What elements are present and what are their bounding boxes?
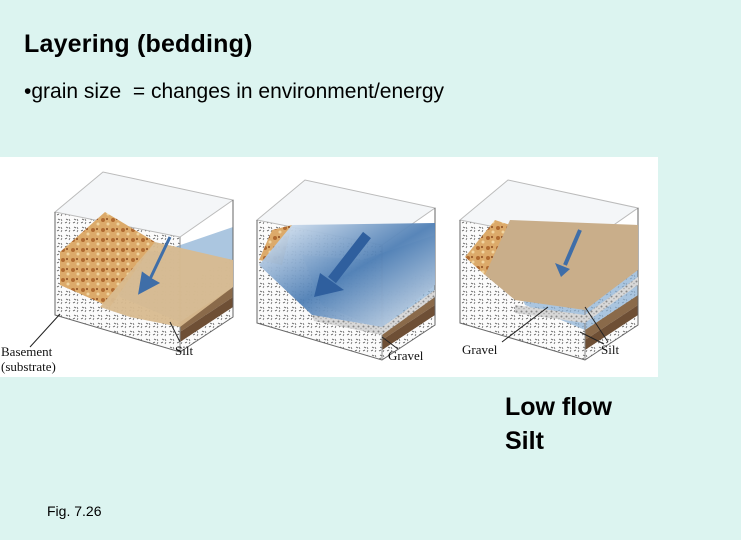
label-silt-1: Silt xyxy=(175,343,194,358)
label-gravel-2: Gravel xyxy=(388,348,424,363)
label-basement: Basement xyxy=(1,344,53,359)
silt-floor xyxy=(100,242,233,327)
figure-number: Fig. 7.26 xyxy=(47,503,102,519)
flow-arrow-icon xyxy=(563,229,582,266)
caption: Low flow Silt xyxy=(505,390,612,458)
block-diagram-1 xyxy=(54,171,234,353)
slide-title: Layering (bedding) xyxy=(24,30,253,58)
label-silt-3: Silt xyxy=(601,342,620,357)
flow-arrow-icon xyxy=(328,231,371,284)
label-gravel-3: Gravel xyxy=(462,342,498,357)
high-flow-water xyxy=(259,223,435,327)
silt-floor xyxy=(485,220,638,310)
block-diagram-2 xyxy=(256,179,436,361)
gravel-rock xyxy=(60,212,155,307)
caption-line-1: Low flow xyxy=(505,393,612,421)
block-diagrams xyxy=(29,171,639,361)
gravel-rock xyxy=(465,220,510,275)
bedding-figure: Basement (substrate) Silt Gravel Gravel … xyxy=(0,157,658,377)
caption-line-2: Silt xyxy=(505,427,544,455)
label-substrate: (substrate) xyxy=(1,359,56,374)
bullet-point: •grain size = changes in environment/ene… xyxy=(24,80,445,103)
gravel-layer xyxy=(515,277,638,323)
gravel-layer xyxy=(312,290,435,335)
flow-arrow-icon xyxy=(138,236,172,295)
block-diagram-3 xyxy=(459,179,639,361)
